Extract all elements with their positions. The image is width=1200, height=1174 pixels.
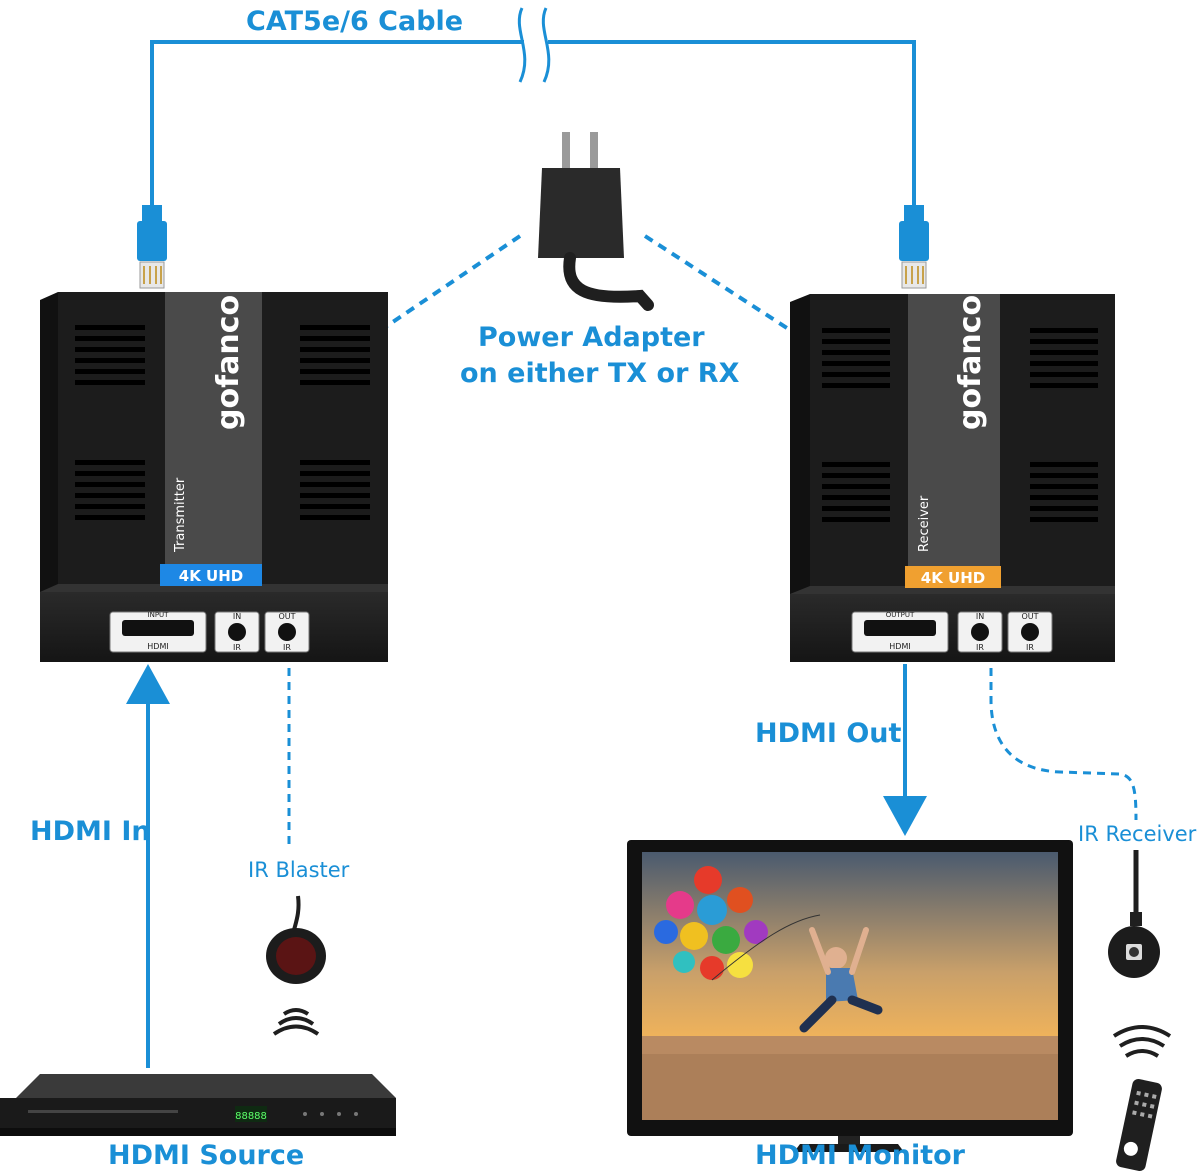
rx-ir-out-label: OUT	[1021, 612, 1038, 621]
balloons	[654, 866, 821, 981]
tx-role-label: Transmitter	[173, 477, 188, 553]
hdmi-in-label: HDMI In	[30, 816, 151, 847]
power-adapter	[538, 132, 654, 311]
rx-ir-in-label: IN	[976, 612, 984, 621]
receiver-box: 4K UHD gofanco Receiver OUTPUT HDMI IN I…	[790, 294, 1115, 662]
rj45-plug-right	[899, 205, 929, 289]
rx-badge-bg	[905, 566, 1001, 588]
power-adapter-label-line1: Power Adapter	[478, 322, 705, 353]
ir-receiver-label: IR Receiver	[1078, 822, 1197, 846]
hdmi-monitor-label: HDMI Monitor	[755, 1140, 965, 1171]
rx-ir-in-sublabel: IR	[976, 643, 984, 652]
player-display: 88888	[235, 1111, 267, 1122]
tx-badge-text: 4K UHD	[179, 567, 243, 585]
rx-badge-text: 4K UHD	[921, 569, 985, 587]
rx-hdmi-port-sublabel: HDMI	[889, 642, 910, 651]
tx-hdmi-port-sublabel: HDMI	[147, 642, 168, 651]
tx-badge-bg	[160, 564, 262, 586]
rx-ir-out-sublabel: IR	[1026, 643, 1034, 652]
tx-ir-out-sublabel: IR	[283, 643, 291, 652]
hdmi-source-player: 88888	[0, 1074, 396, 1136]
tx-hdmi-port-label: INPUT	[148, 611, 170, 619]
hdmi-source-label: HDMI Source	[108, 1140, 305, 1171]
jumping-child	[799, 927, 883, 1033]
ir-receiver-eye	[1108, 850, 1160, 978]
hdmi-monitor	[627, 840, 1073, 1152]
cat-cable	[150, 7, 916, 212]
remote-signal-waves	[1112, 1025, 1172, 1058]
rj45-plug-left	[137, 205, 167, 289]
ir-blaster	[266, 668, 326, 1036]
hdmi-out-label: HDMI Out	[755, 718, 902, 749]
tx-ir-in-sublabel: IR	[233, 643, 241, 652]
remote-control	[1116, 1078, 1162, 1172]
ir-receiver-dashed-line	[989, 668, 1138, 821]
cable-label: CAT5e/6 Cable	[246, 6, 464, 37]
power-adapter-label-line2: on either TX or RX	[460, 358, 740, 389]
rx-hdmi-port-label: OUTPUT	[886, 611, 915, 619]
hdmi-out-arrow	[883, 664, 927, 836]
tx-ir-in-label: IN	[233, 612, 241, 621]
tx-ir-out-label: OUT	[278, 612, 295, 621]
hdmi-in-arrow	[126, 664, 170, 1068]
rx-role-label: Receiver	[917, 495, 932, 552]
rx-brand-logo: gofanco	[953, 295, 988, 430]
transmitter-box: 4K UHD gofanco Transmitter INPUT HDMI IN…	[40, 292, 388, 662]
tx-brand-logo: gofanco	[211, 295, 246, 430]
ir-blaster-label: IR Blaster	[248, 858, 350, 882]
power-dashed-lines	[376, 234, 792, 334]
